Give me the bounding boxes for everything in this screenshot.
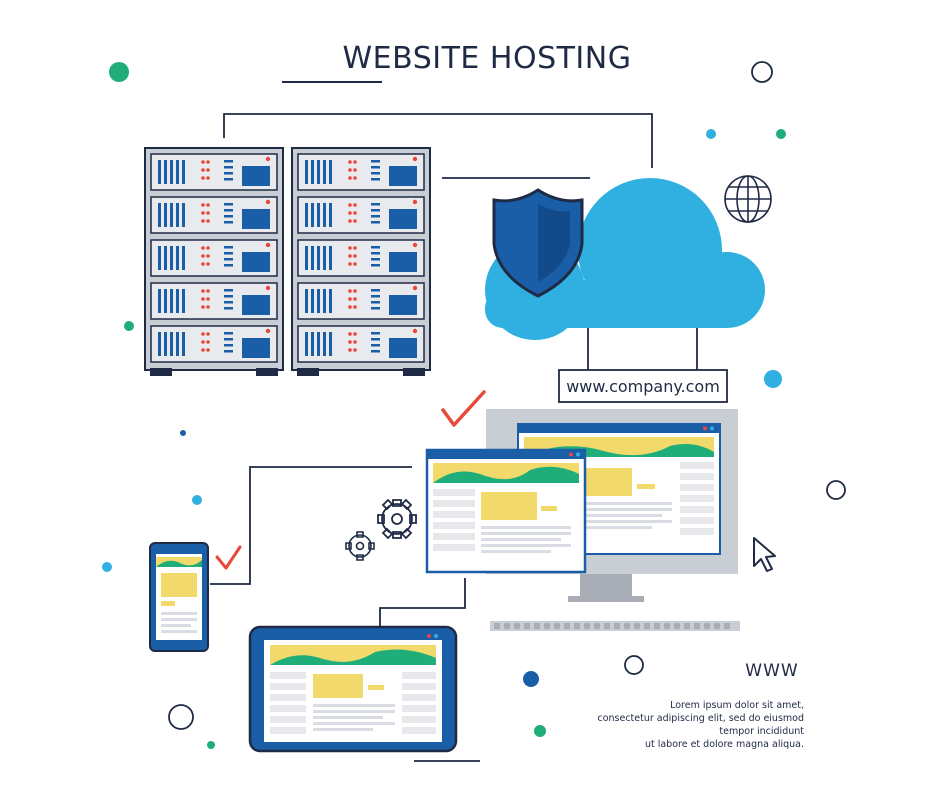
dot bbox=[534, 725, 546, 737]
browser-window-front bbox=[425, 448, 587, 574]
dot bbox=[168, 704, 194, 730]
gear-icon bbox=[345, 531, 375, 561]
server-unit bbox=[297, 239, 425, 277]
dot bbox=[109, 62, 129, 82]
decorative-dots bbox=[102, 61, 846, 749]
server-unit bbox=[297, 325, 425, 363]
server-unit bbox=[297, 196, 425, 234]
www-label: WWW bbox=[745, 661, 798, 681]
smartphone bbox=[149, 542, 209, 652]
gear-icon bbox=[377, 498, 417, 540]
phone-browser-connector bbox=[210, 466, 412, 585]
page-title: WEBSITE HOSTING bbox=[343, 41, 632, 76]
desktop-monitor bbox=[486, 409, 740, 631]
globe-icon bbox=[724, 175, 772, 223]
dot bbox=[192, 495, 202, 505]
dot bbox=[776, 129, 786, 139]
lorem-line-4: ut labore et dolore magna aliqua. bbox=[645, 739, 804, 750]
server-rack-left bbox=[144, 147, 284, 376]
lorem-line-2: consectetur adipiscing elit, sed do eius… bbox=[597, 713, 804, 724]
dot bbox=[523, 671, 539, 687]
server-unit bbox=[150, 153, 278, 191]
dot bbox=[207, 741, 215, 749]
lorem-line-3: tempor incididunt bbox=[719, 726, 804, 737]
dot bbox=[764, 370, 782, 388]
server-unit bbox=[150, 325, 278, 363]
server-unit bbox=[150, 239, 278, 277]
dot bbox=[124, 321, 134, 331]
server-unit bbox=[297, 282, 425, 320]
keyboard bbox=[490, 621, 740, 631]
url-box: www.company.com bbox=[558, 369, 728, 403]
dot bbox=[624, 655, 644, 675]
server-unit bbox=[297, 153, 425, 191]
shield-icon bbox=[492, 188, 584, 298]
dot bbox=[751, 61, 773, 83]
cursor-icon bbox=[753, 537, 776, 572]
dot bbox=[102, 562, 112, 572]
connector-lines bbox=[210, 113, 698, 762]
dot bbox=[706, 129, 716, 139]
server-unit bbox=[150, 282, 278, 320]
checkmark-icon bbox=[215, 545, 242, 570]
lorem-line-1: Lorem ipsum dolor sit amet, bbox=[670, 700, 804, 711]
lorem-text-block: Lorem ipsum dolor sit amet, consectetur … bbox=[597, 700, 804, 750]
server-unit bbox=[150, 196, 278, 234]
tablet bbox=[248, 625, 458, 753]
dot bbox=[180, 430, 186, 436]
checkmark-icon bbox=[441, 390, 486, 427]
dot bbox=[826, 480, 846, 500]
server-rack-right bbox=[291, 147, 431, 376]
tablet-browser-connector bbox=[379, 578, 466, 635]
url-label: www.company.com bbox=[566, 377, 720, 396]
server-cloud-connector bbox=[223, 113, 653, 168]
